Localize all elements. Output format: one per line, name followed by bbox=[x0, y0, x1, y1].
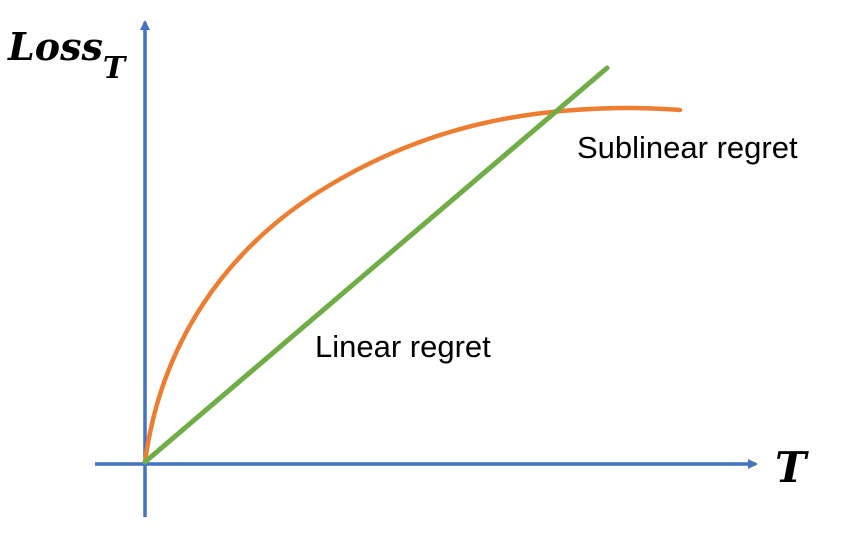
sublinear-regret-label: Sublinear regret bbox=[577, 130, 798, 165]
linear-regret-line bbox=[142, 65, 610, 465]
sublinear-regret-curve bbox=[142, 105, 683, 465]
x-axis-label: T bbox=[775, 443, 809, 492]
y-axis-label-main: Loss bbox=[7, 24, 103, 69]
y-axis-label-subscript: T bbox=[103, 51, 128, 86]
linear-regret-label: Linear regret bbox=[315, 329, 491, 364]
y-axis-label: LossT bbox=[7, 24, 128, 86]
